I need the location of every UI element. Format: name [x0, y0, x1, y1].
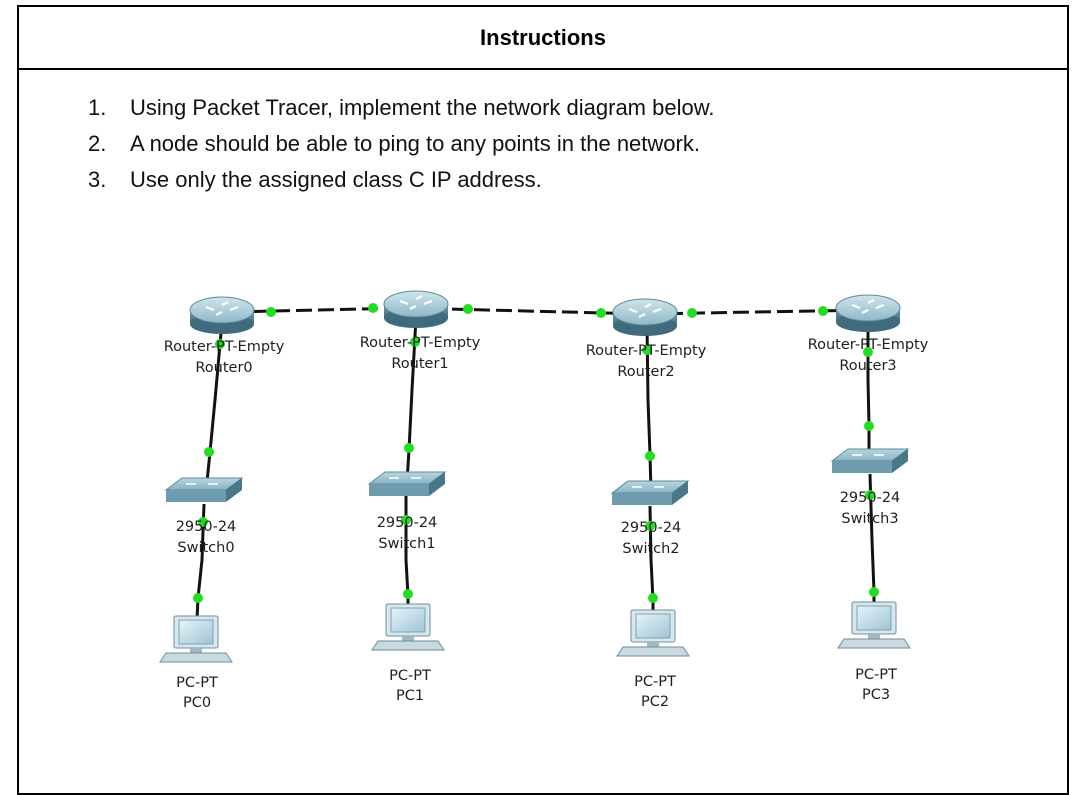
link-router1-router2 [407, 306, 646, 316]
instruction-text: Using Packet Tracer, implement the netwo… [130, 95, 715, 120]
link-light [864, 421, 874, 431]
link-light [645, 521, 655, 531]
instruction-number: 2. [88, 131, 107, 156]
link-light [648, 593, 658, 603]
switch-model-label: 2950-24 [840, 490, 901, 506]
router-icon[interactable] [835, 294, 901, 332]
link-light [863, 347, 873, 357]
link-router1-switch1 [405, 317, 418, 483]
link-light [401, 515, 411, 525]
switch-model-label: 2950-24 [621, 520, 682, 536]
router-icon[interactable] [189, 296, 255, 334]
link-router0-switch0 [204, 321, 224, 493]
pc-icon[interactable] [371, 603, 445, 651]
pc-icon[interactable] [616, 609, 690, 657]
instruction-item: 2. A node should be able to ping to any p… [88, 126, 715, 162]
instruction-number: 1. [88, 95, 107, 120]
switch-name-label: Switch2 [622, 541, 679, 557]
pc-name-label: PC3 [862, 687, 890, 703]
link-light [687, 308, 697, 318]
link-light [193, 593, 203, 603]
link-light [865, 490, 875, 500]
link-light [645, 451, 655, 461]
link-light [368, 303, 378, 313]
link-router0-router1 [229, 306, 409, 314]
link-light [204, 447, 214, 457]
switch-icon[interactable] [610, 480, 690, 505]
switch-name-label: Switch0 [177, 540, 234, 556]
link-light [596, 308, 606, 318]
switch-model-label: 2950-24 [377, 515, 438, 531]
link-light [463, 304, 473, 314]
link-router2-switch2 [645, 323, 653, 493]
link-light [215, 339, 225, 349]
link-light [198, 517, 208, 527]
switch-icon[interactable] [164, 477, 244, 502]
router-name-label: Router0 [195, 360, 252, 376]
link-router2-router3 [644, 308, 871, 316]
table-header-title: Instructions [480, 25, 606, 50]
instruction-item: 3. Use only the assigned class C IP addre… [88, 162, 715, 198]
link-light [266, 307, 276, 317]
link-light [818, 306, 828, 316]
router-model-label: Router-PT-Empty [360, 335, 481, 351]
switch-name-label: Switch1 [378, 536, 435, 552]
pc-icon[interactable] [837, 601, 911, 649]
switch-name-label: Switch3 [841, 511, 898, 527]
pc-name-label: PC2 [641, 694, 669, 710]
pc-model-label: PC-PT [176, 675, 218, 691]
instructions-list: 1. Using Packet Tracer, implement the net… [88, 90, 715, 198]
link-light [869, 587, 879, 597]
table-header-row: Instructions [19, 7, 1067, 70]
router-name-label: Router1 [391, 356, 448, 372]
instruction-item: 1. Using Packet Tracer, implement the net… [88, 90, 715, 126]
router-model-label: Router-PT-Empty [164, 339, 285, 355]
link-light [404, 443, 414, 453]
switch-icon[interactable] [830, 448, 910, 473]
link-light [403, 589, 413, 599]
pc-icon[interactable] [159, 615, 233, 663]
router-icon[interactable] [612, 298, 678, 336]
router-model-label: Router-PT-Empty [808, 337, 929, 353]
router-name-label: Router2 [617, 364, 674, 380]
instruction-text: Use only the assigned class C IP address… [130, 167, 542, 192]
link-status-lights [193, 303, 879, 603]
router-model-label: Router-PT-Empty [586, 343, 707, 359]
switch-model-label: 2950-24 [176, 519, 237, 535]
router-name-label: Router3 [839, 358, 896, 374]
pc-name-label: PC0 [183, 695, 211, 711]
pc-model-label: PC-PT [389, 668, 431, 684]
pc-model-label: PC-PT [855, 667, 897, 683]
instruction-number: 3. [88, 167, 107, 192]
switch-icon[interactable] [367, 471, 447, 496]
pc-model-label: PC-PT [634, 674, 676, 690]
instruction-text: A node should be able to ping to any poi… [130, 131, 700, 156]
pc-name-label: PC1 [396, 688, 424, 704]
link-light [642, 345, 652, 355]
link-light [410, 337, 420, 347]
router-icon[interactable] [383, 290, 449, 328]
